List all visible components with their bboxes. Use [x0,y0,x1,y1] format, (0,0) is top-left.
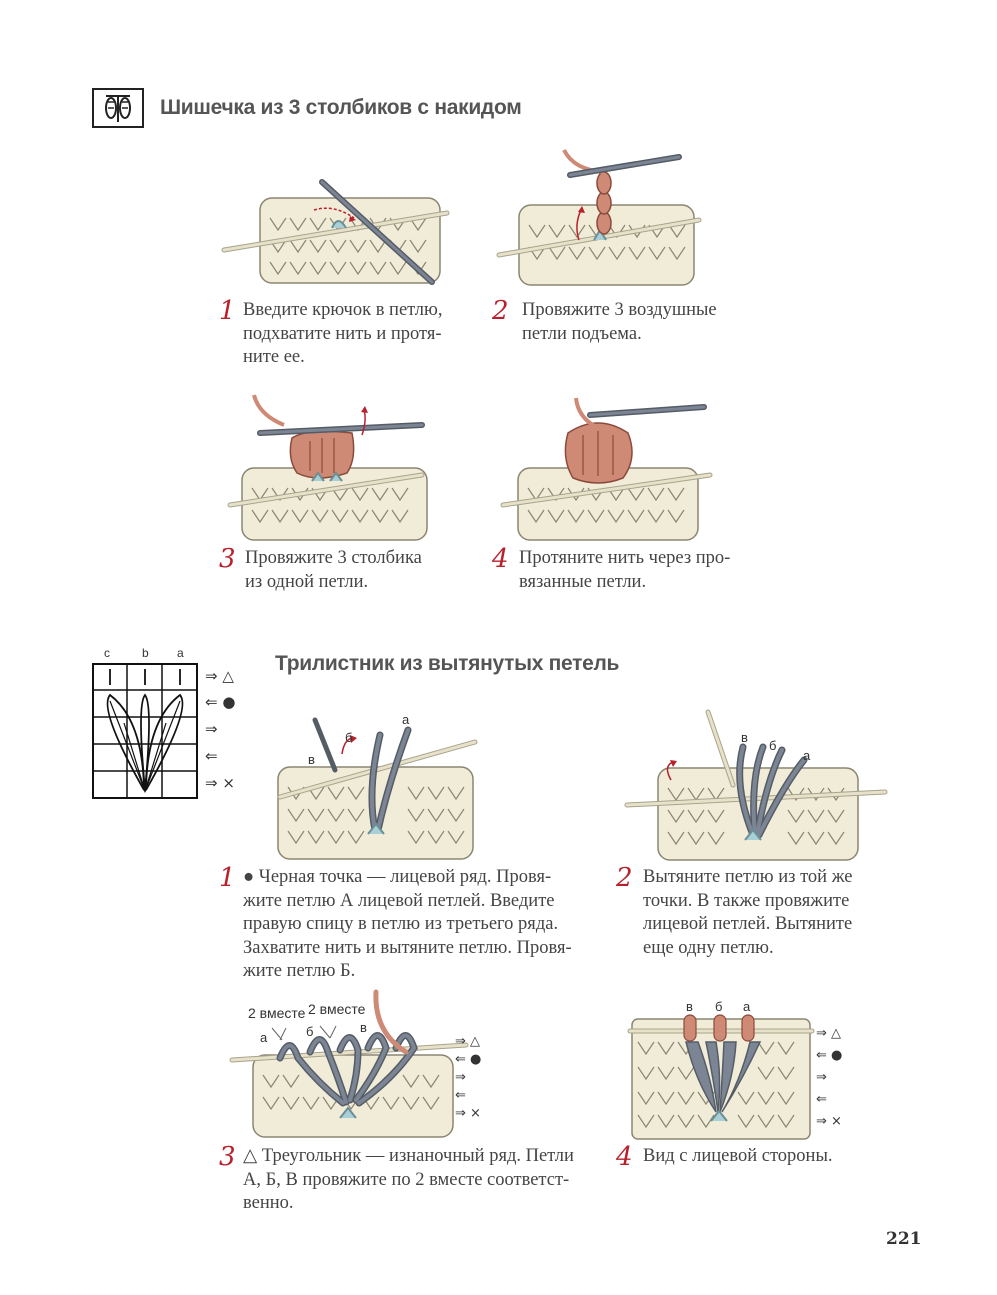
chart-column-label: a [177,646,184,660]
step-number: 1 [219,296,236,326]
step-caption: Введите крючок в петлю, подхватите нить … [243,300,443,367]
illustration-trefoil-step3: 2 вместе 2 вместе а б в [229,989,469,1138]
chart-column-label: c [104,646,110,660]
chart-row-mark: ⇒ △ [205,667,234,685]
loop-label: а [803,748,811,763]
loop-label: в [360,1020,367,1035]
step-caption: △ Треугольник — изнаночный ряд. Петли А,… [243,1146,574,1213]
loop-label: б [715,999,722,1014]
section-title-trefoil: Трилистник из вытянутых петель [275,652,620,675]
loop-label: б [769,738,776,753]
row-mark: ⇒ [455,1070,466,1085]
row-mark: ⇒ △ [816,1026,842,1041]
loop-label: в [308,752,315,767]
chart-grid [92,663,198,799]
step-number: 3 [219,544,236,574]
row-mark: ⇒ △ [455,1034,481,1049]
loop-label: а [743,999,751,1014]
together-label: 2 вместе [248,1005,306,1021]
step-number: 4 [492,544,509,574]
stitch-chart: c b a ⇒ △ ⇐ ● ⇒ ⇐ ⇒ × [90,646,260,801]
chart-row-mark: ⇐ ● [205,693,236,711]
chart-row-mark: ⇒ [205,720,218,738]
illustration-bobble-step1 [221,179,450,285]
step-number: 2 [492,296,509,326]
row-mark: ⇒ × [455,1106,481,1121]
step-caption: Протяните нить через про- вязанные петли… [519,548,731,592]
chart-row-mark: ⇒ × [205,774,235,792]
row-mark: ⇐ ● [455,1052,482,1067]
illustration-trefoil-step1: в б а [277,712,478,860]
row-mark-column: ⇒ △ ⇐ ● ⇒ ⇐ ⇒ × [455,1033,481,1123]
loop-label: в [686,999,693,1014]
row-mark: ⇐ [455,1088,466,1103]
loop-label: а [260,1030,268,1045]
together-label: 2 вместе [308,1001,366,1017]
illustration-bobble-step2 [496,149,702,286]
step-number: 2 [616,863,633,893]
loop-label: в [741,730,748,745]
row-mark: ⇒ × [816,1114,842,1129]
illustration-trefoil-step2: в б а [624,709,888,861]
section-title-bobble: Шишечка из 3 столбиков с накидом [160,96,522,119]
illustration-trefoil-step4: в б а [627,999,815,1140]
bobble-symbol-icon [92,88,144,128]
row-mark: ⇐ [816,1092,827,1107]
loop-label: б [306,1024,313,1039]
chart-column-label: b [142,646,149,660]
illustration-bobble-step4 [500,397,713,541]
row-mark: ⇒ [816,1070,827,1085]
step-number: 3 [219,1142,236,1172]
page-number: 221 [886,1229,922,1249]
step-caption: Провяжите 3 столбика из одной петли. [245,548,422,592]
step-number: 4 [616,1142,633,1172]
chart-row-mark: ⇐ [205,747,218,765]
loop-label: а [402,712,410,727]
step-caption: Вид с лицевой стороны. [643,1146,833,1166]
row-mark-column: ⇒ △ ⇐ ● ⇒ ⇐ ⇒ × [816,1023,842,1133]
row-mark: ⇐ ● [816,1048,843,1063]
loop-label: б [345,730,352,745]
step-caption: Провяжите 3 воздушные петли подъема. [522,300,717,344]
step-caption: Вытяните петлю из той же точки. В также … [643,867,853,958]
illustration-bobble-step3 [227,394,428,541]
step-caption: ● Черная точка — лицевой ряд. Провя- жит… [243,867,572,981]
step-number: 1 [219,863,236,893]
